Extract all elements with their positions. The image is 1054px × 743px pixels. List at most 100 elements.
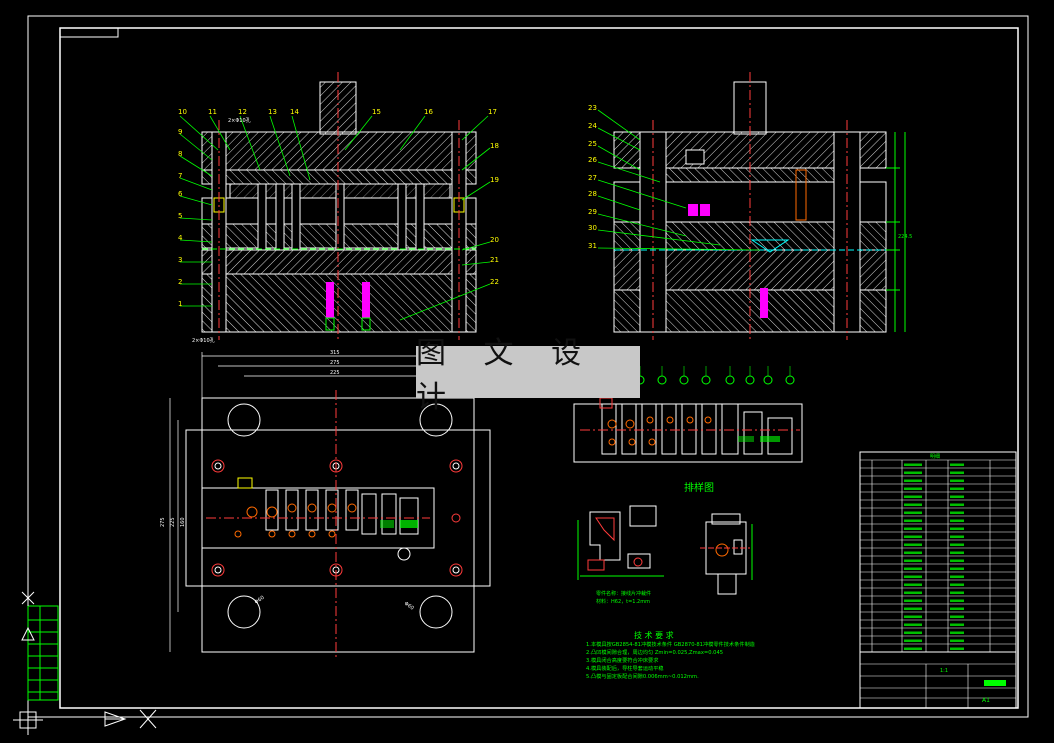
bom-cell-text: [904, 479, 922, 482]
callout-14: 14: [290, 108, 299, 116]
bom-cell-text: [950, 463, 964, 466]
callout-19: 19: [490, 176, 499, 184]
callout-25: 25: [588, 140, 597, 148]
left-view-callouts: 10 11 12 13 14 15 16 17 9 8 7 6 5 4 3 2 …: [178, 108, 499, 308]
tech-item-3: 3.模具闭合高度要符合冲床要求: [586, 656, 659, 664]
callout-24: 24: [588, 122, 597, 130]
bom-cell-text: [904, 567, 922, 570]
dim-top-mid: 275: [330, 360, 340, 366]
callout-10: 10: [178, 108, 187, 116]
strip-layout: 排样图: [573, 366, 803, 494]
pin-label-top: 2×Φ10孔: [228, 117, 251, 124]
tech-requirements: 技 术 要 求 1.本模具按GB2854-81冲模技术条件 GB2870-81冲…: [586, 630, 756, 680]
bom-cell-text: [904, 527, 922, 530]
bom-cell-text: [904, 623, 922, 626]
plan-view: 315 275 225 275 225 160 Φ60 Φ60: [160, 350, 491, 660]
bill-of-materials: 明细: [859, 451, 1017, 653]
callout-11: 11: [208, 108, 217, 116]
pin-label-bottom: 2×Φ10孔: [192, 337, 215, 344]
watermark-banner: 图 文 设 计: [416, 336, 640, 415]
callout-1: 1: [178, 300, 182, 308]
part-detail-left: [577, 505, 664, 580]
callout-4: 4: [178, 234, 183, 242]
bom-cell-text: [904, 535, 922, 538]
callout-31: 31: [588, 242, 597, 250]
tech-item-5: 5.凸模与固定板配合间隙0.006mm~0.012mm.: [586, 672, 699, 680]
bom-cell-text: [904, 519, 922, 522]
callout-30: 30: [588, 224, 597, 232]
callout-2: 2: [178, 278, 182, 286]
bom-header: 明细: [930, 453, 940, 460]
bom-cell-text: [950, 511, 964, 514]
callout-29: 29: [588, 208, 597, 216]
dim-left-inner: 160: [180, 517, 186, 527]
callout-13: 13: [268, 108, 277, 116]
callout-23: 23: [588, 104, 597, 112]
bom-cell-text: [950, 567, 964, 570]
callout-28: 28: [588, 190, 597, 198]
callout-17: 17: [488, 108, 497, 116]
callout-6: 6: [178, 190, 183, 198]
callout-16: 16: [424, 108, 433, 116]
bom-cell-text: [950, 519, 964, 522]
bom-cell-text: [950, 471, 964, 474]
bom-cell-text: [904, 631, 922, 634]
bom-cell-text: [904, 575, 922, 578]
sheet-frame: [27, 15, 1029, 718]
callout-27: 27: [588, 174, 597, 182]
dim-left-mid: 225: [170, 517, 176, 527]
bom-cell-text: [904, 559, 922, 562]
bom-cell-text: [950, 599, 964, 602]
bom-cell-text: [950, 527, 964, 530]
bom-cell-text: [904, 599, 922, 602]
tech-item-1: 1.本模具按GB2854-81冲模技术条件 GB2870-81冲模零件技术条件制…: [586, 640, 756, 648]
part-note-line-2: 材料：H62，t=1.2mm: [596, 598, 650, 605]
callout-21: 21: [490, 256, 499, 264]
bom-cell-text: [904, 487, 922, 490]
callout-7: 7: [178, 172, 182, 180]
part-note: 零件名称：接线片冲裁件 材料：H62，t=1.2mm: [596, 590, 651, 605]
bom-cell-text: [904, 495, 922, 498]
bom-cell-text: [950, 543, 964, 546]
part-note-line-1: 零件名称：接线片冲裁件: [596, 590, 651, 597]
bom-cell-text: [904, 607, 922, 610]
callout-8: 8: [178, 150, 182, 158]
bom-cell-text: [950, 575, 964, 578]
right-view-leaders: [597, 109, 761, 251]
tech-item-2: 2.凸凹模间隙合理，周边均匀 Zmin=0.025,Zmax=0.045: [586, 648, 723, 656]
left-margin-table: [21, 591, 59, 701]
dim-hole-right: Φ60: [403, 601, 415, 612]
bom-cell-text: [950, 551, 964, 554]
callout-12: 12: [238, 108, 247, 116]
bom-cell-text: [950, 495, 964, 498]
bom-cell-text: [904, 551, 922, 554]
bom-cell-text: [904, 639, 922, 642]
bom-cell-text: [950, 639, 964, 642]
bom-cell-text: [904, 583, 922, 586]
title-block-sheet-size: A1: [982, 697, 990, 704]
callout-5: 5: [178, 212, 182, 220]
dim-top-inner: 225: [330, 370, 340, 376]
bom-cell-text: [950, 487, 964, 490]
bom-cell-text: [904, 647, 922, 650]
bom-cell-text: [904, 463, 922, 466]
callout-26: 26: [588, 156, 597, 164]
bom-cell-text: [950, 559, 964, 562]
bom-cell-text: [950, 615, 964, 618]
bom-cell-text: [950, 631, 964, 634]
callout-3: 3: [178, 256, 182, 264]
bom-cell-text: [904, 471, 922, 474]
tech-item-4: 4.模具装配后，导柱导套运动平稳: [586, 664, 664, 672]
title-block-scale: 1:1: [940, 668, 948, 674]
dim-left-overall: 275: [160, 517, 166, 527]
bom-cell-text: [904, 591, 922, 594]
callout-15: 15: [372, 108, 381, 116]
callout-9: 9: [178, 128, 182, 136]
callout-18: 18: [490, 142, 499, 150]
right-height-dim: 224.5: [898, 234, 912, 240]
right-view-callouts: 23 24 25 26 27 28 29 30 31: [588, 104, 597, 250]
bom-cell-text: [950, 535, 964, 538]
right-section-view: 224.5: [613, 72, 912, 340]
left-view-leaders: [179, 115, 491, 321]
